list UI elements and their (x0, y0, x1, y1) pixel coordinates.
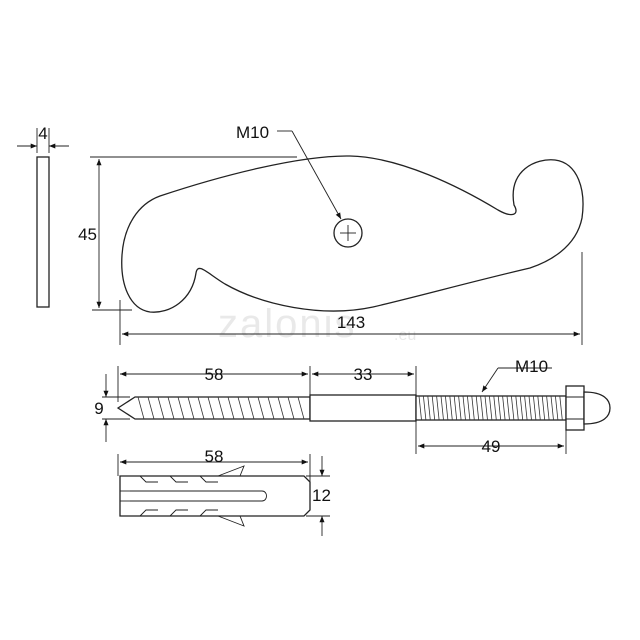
metric-thread-line (467, 395, 471, 421)
metric-thread-line (519, 395, 524, 421)
hex-nut (565, 385, 585, 431)
metric-thread-line (418, 395, 422, 421)
wood-thread-line (207, 396, 215, 420)
cap-nut-dome (583, 391, 611, 425)
plug-outline (119, 475, 311, 517)
hole-label: M10 (236, 123, 269, 142)
length-label: 143 (337, 313, 365, 332)
leader-arrow (481, 367, 499, 393)
metric-thread-line (493, 395, 497, 421)
shank-length-label: 33 (354, 365, 373, 384)
s-hook-plate: M10 (121, 123, 584, 313)
metric-thread-line (497, 395, 502, 421)
metric-thread-line (431, 395, 436, 421)
metric-thread-line (462, 395, 466, 421)
metric-thread-line (515, 395, 519, 421)
metric-thread-line (546, 395, 550, 421)
plug-slot (130, 490, 267, 502)
wood-thread-line (227, 396, 235, 420)
wood-thread-line (147, 396, 155, 420)
plate-edge (36, 156, 50, 308)
height-label: 45 (78, 225, 97, 244)
thread-callout: M10 (481, 357, 552, 393)
plug-diameter-label: 12 (312, 486, 331, 505)
wood-thread-line (257, 396, 265, 420)
wood-thread-line (287, 396, 295, 420)
metric-thread-line (533, 395, 537, 421)
bolt-diameter-dimension: 9 (94, 374, 130, 442)
plate-side-view: 4 (17, 124, 69, 308)
metric-thread-line (427, 395, 431, 421)
metric-thread-line (511, 395, 515, 421)
metric-thread-lines (418, 395, 563, 421)
metric-thread-line (550, 395, 554, 421)
plug-teeth-top (139, 465, 245, 483)
metric-thread-line (449, 395, 453, 421)
thread-label: M10 (515, 357, 548, 376)
metric-thread-line (445, 395, 449, 421)
diameter-label: 9 (94, 399, 103, 418)
plug-diameter-dimension: 12 (306, 456, 331, 536)
metric-thread-line (506, 395, 510, 421)
metric-thread-line (440, 395, 444, 421)
wood-thread-lines (137, 396, 305, 420)
bolt-shank (309, 394, 417, 422)
wood-thread-length-label: 58 (205, 365, 224, 384)
metric-thread-line (458, 395, 462, 421)
metric-thread-line (555, 395, 559, 421)
wood-thread-line (167, 396, 175, 420)
hanger-bolt (116, 385, 611, 431)
height-dimension: 45 (78, 156, 297, 311)
bolt-shank-dimension: 33 (312, 365, 417, 395)
metric-thread-line (528, 395, 532, 421)
wood-thread-line (217, 396, 225, 420)
wood-thread-line (197, 396, 205, 420)
wall-plug (119, 465, 311, 527)
metric-thread-line (423, 395, 427, 421)
metric-thread-line (436, 395, 440, 421)
metric-thread-line (559, 395, 563, 421)
wood-thread-line (237, 396, 245, 420)
metric-thread-line (475, 395, 480, 421)
wood-thread-line (267, 396, 275, 420)
metric-thread-line (537, 395, 541, 421)
metric-thread-line (484, 395, 488, 421)
leader-arrow (291, 130, 342, 220)
metric-thread-line (489, 395, 493, 421)
metric-thread-line (524, 395, 528, 421)
thickness-label: 4 (38, 124, 47, 143)
wood-thread-line (177, 396, 185, 420)
metric-thread-line (502, 395, 506, 421)
watermark-suffix: .eu (394, 327, 416, 344)
plug-teeth-bottom (139, 509, 245, 527)
metric-thread-length-label: 49 (482, 437, 501, 456)
metric-thread-line (480, 395, 484, 421)
metric-thread-line (471, 395, 475, 421)
bolt-wood-thread-dimension: 58 (117, 365, 311, 402)
wood-thread-line (187, 396, 195, 420)
length-dimension: 143 (119, 252, 583, 345)
metric-thread-line (541, 395, 546, 421)
wood-thread-line (157, 396, 165, 420)
plug-length-label: 58 (205, 447, 224, 466)
plug-length-dimension: 58 (117, 447, 311, 482)
wood-thread-line (247, 396, 255, 420)
wood-thread-line (277, 396, 285, 420)
wood-thread-line (297, 396, 305, 420)
metric-thread-line (453, 395, 458, 421)
wood-thread-line (137, 396, 145, 420)
metric-thread-dimension: 49 (415, 421, 567, 456)
